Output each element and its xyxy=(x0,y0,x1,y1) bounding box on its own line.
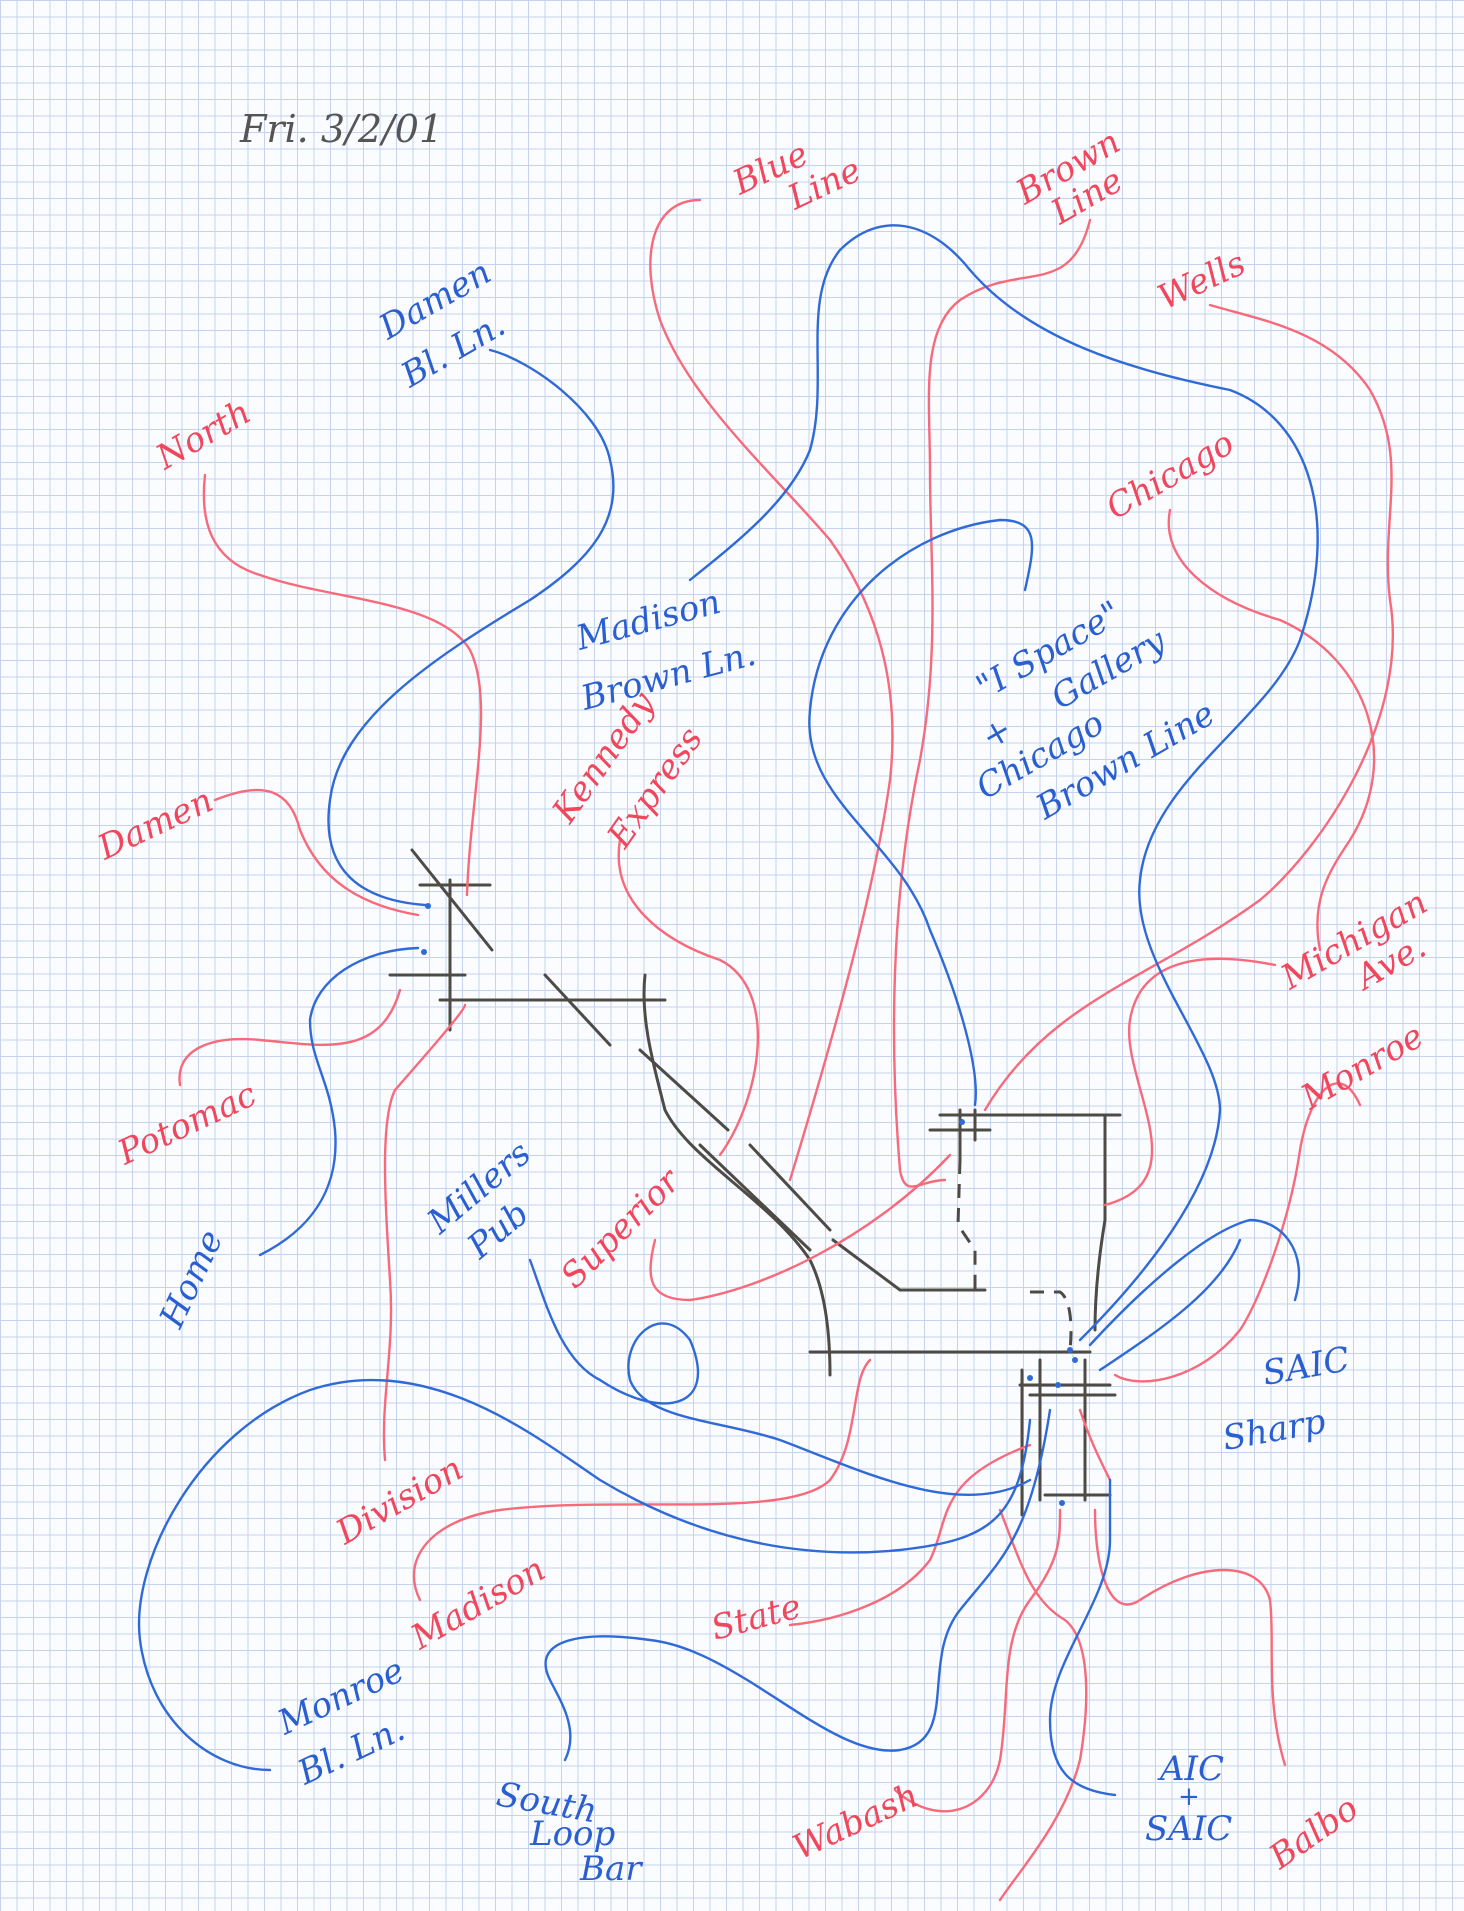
label-north: North xyxy=(149,392,258,478)
label-superior: Superior xyxy=(553,1160,689,1296)
label-balbo: Balbo xyxy=(1261,1788,1365,1878)
label-monroe-red: Monroe xyxy=(1294,1016,1431,1118)
label-state: State xyxy=(707,1586,805,1648)
label-wells: Wells xyxy=(1152,243,1252,318)
label-wabash: Wabash xyxy=(787,1775,925,1868)
label-division: Division xyxy=(329,1449,470,1554)
label-aic-3: SAIC xyxy=(1145,1809,1232,1849)
label-saic-sharp-2: Sharp xyxy=(1220,1402,1329,1459)
street-map xyxy=(388,848,1122,1517)
label-aic-2: + xyxy=(1178,1782,1200,1812)
label-south-loop-3: Bar xyxy=(579,1849,643,1889)
label-saic-sharp-1: SAIC xyxy=(1260,1339,1353,1394)
label-home: Home xyxy=(151,1224,231,1335)
label-madison-red: Madison xyxy=(404,1549,553,1658)
date-label: Fri. 3/2/01 xyxy=(239,107,443,151)
label-south-loop-2: Loop xyxy=(529,1814,615,1854)
label-potomac: Potomac xyxy=(111,1075,263,1174)
blue-routes xyxy=(137,224,1319,1797)
label-aic-1: AIC xyxy=(1157,1749,1224,1789)
red-routes xyxy=(178,198,1395,1902)
label-damen: Damen xyxy=(91,780,219,868)
